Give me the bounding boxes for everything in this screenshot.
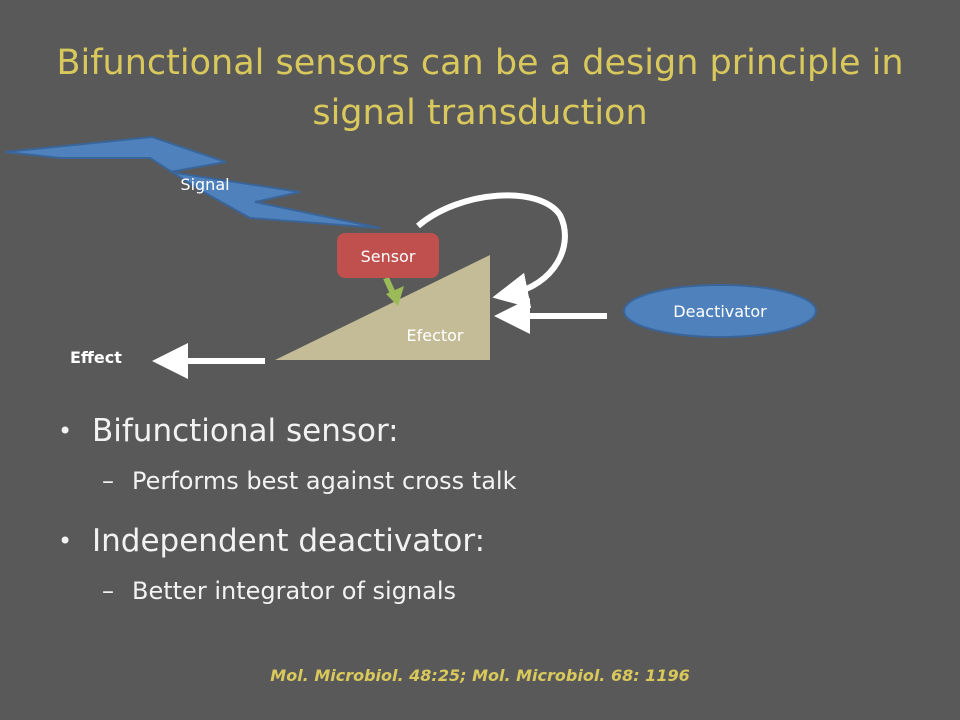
- dash-icon: –: [102, 577, 114, 605]
- bullet-list: • Bifunctional sensor: – Performs best a…: [58, 410, 517, 608]
- sub-bullet-item: – Performs best against cross talk: [58, 464, 517, 498]
- sub-bullet-item: – Better integrator of signals: [58, 574, 517, 608]
- effect-label: Effect: [70, 348, 122, 367]
- sensor-label: Sensor: [361, 247, 416, 266]
- citation: Mol. Microbiol. 48:25; Mol. Microbiol. 6…: [270, 666, 690, 685]
- sub-bullet-text: Better integrator of signals: [132, 577, 457, 605]
- bullet-text: Bifunctional sensor:: [92, 413, 399, 449]
- bullet-item: • Independent deactivator:: [58, 520, 517, 562]
- bullet-dot-icon: •: [58, 527, 73, 555]
- bullet-dot-icon: •: [58, 417, 73, 445]
- sensor-box: [337, 233, 439, 278]
- efector-label: Efector: [406, 326, 463, 345]
- title-line-1: Bifunctional sensors can be a design pri…: [56, 43, 904, 83]
- slide-title: Bifunctional sensors can be a design pri…: [20, 38, 940, 138]
- sensor-feedback-arrow: [416, 192, 568, 309]
- bullet-item: • Bifunctional sensor:: [58, 410, 517, 452]
- sub-bullet-text: Performs best against cross talk: [132, 467, 517, 495]
- deactivator-label: Deactivator: [673, 302, 767, 321]
- sensor-activation-arrowhead: [386, 286, 404, 306]
- efector-triangle: [275, 255, 490, 360]
- signal-label: Signal: [180, 175, 229, 194]
- title-line-2: signal transduction: [312, 93, 648, 133]
- dash-icon: –: [102, 467, 114, 495]
- bullet-text: Independent deactivator:: [92, 523, 486, 559]
- deactivator-ellipse: [623, 284, 817, 338]
- signal-lightning-bolt: [4, 135, 381, 229]
